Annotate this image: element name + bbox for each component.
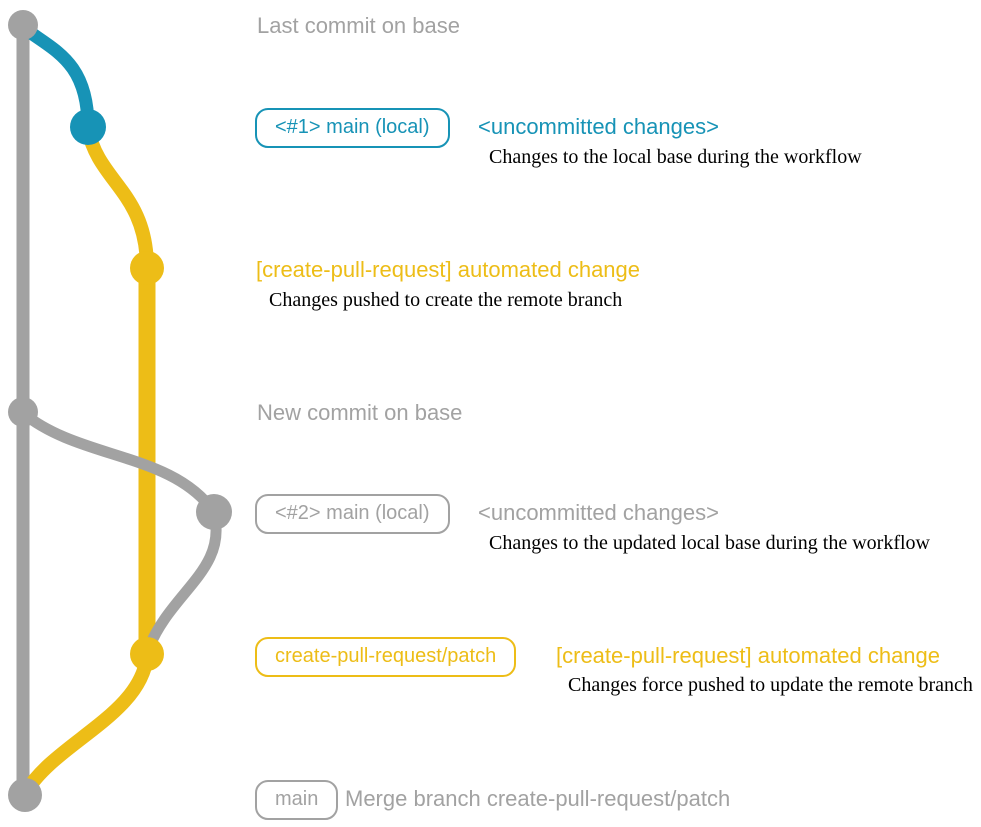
commit-node-last-base <box>8 10 38 40</box>
commit-node-uncommitted-2 <box>196 494 232 530</box>
commit-title-merge: Merge branch create-pull-request/patch <box>345 786 731 811</box>
commit-node-merge <box>8 778 42 812</box>
branch-line-push-to-remote <box>81 122 154 275</box>
commit-title-automated-change-2: [create-pull-request] automated change <box>556 643 941 668</box>
commit-title-uncommitted-1: <uncommitted changes> <box>478 114 719 139</box>
commit-title-uncommitted-2: <uncommitted changes> <box>478 500 719 525</box>
commit-desc-uncommitted-2: Changes to the updated local base during… <box>489 532 930 554</box>
git-graph <box>8 10 232 812</box>
branch-badge-main: main <box>255 780 339 820</box>
commit-node-automated-change-2 <box>130 637 164 671</box>
commit-node-uncommitted-1 <box>70 109 106 145</box>
commit-node-automated-change-1 <box>130 251 164 285</box>
commit-node-new-base <box>8 397 38 427</box>
branch-line-local-into-patch <box>142 508 222 656</box>
commit-desc-automated-change-2: Changes force pushed to update the remot… <box>568 674 973 696</box>
branch-badge-create-pull-request-patch: create-pull-request/patch <box>255 637 517 677</box>
annotation-last-commit-on-base: Last commit on base <box>257 13 460 38</box>
commit-desc-automated-change-1: Changes pushed to create the remote bran… <box>269 289 623 311</box>
commit-title-automated-change-1: [create-pull-request] automated change <box>256 257 641 282</box>
branch-line-merge-patch-into-main <box>19 649 154 799</box>
branch-badge-main-local-1: <#1> main (local) <box>255 108 450 148</box>
commit-desc-uncommitted-1: Changes to the local base during the wor… <box>489 146 862 168</box>
annotation-new-commit-on-base: New commit on base <box>257 400 463 425</box>
branch-line-merge-base-into-local <box>17 407 220 518</box>
branch-badge-main-local-2: <#2> main (local) <box>255 494 450 534</box>
